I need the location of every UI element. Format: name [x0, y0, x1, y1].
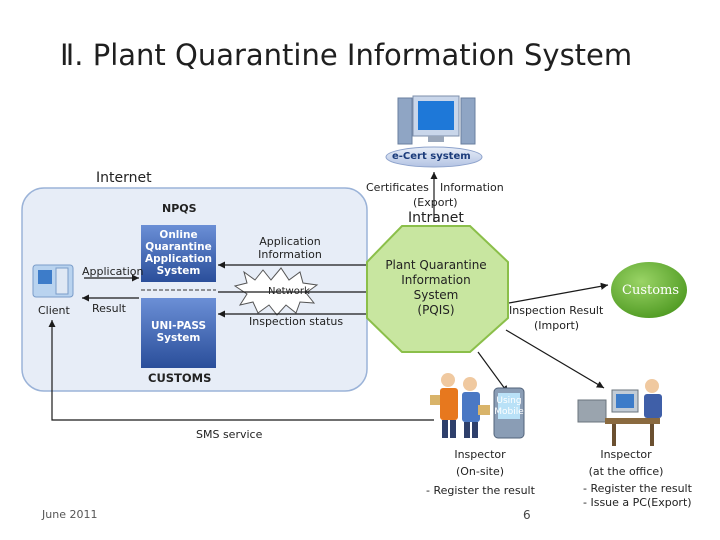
- npqs-label: NPQS: [162, 202, 197, 215]
- ecert-pill: [385, 146, 483, 168]
- client-computer-icon: [32, 264, 74, 298]
- page-number: 6: [523, 508, 531, 522]
- customs-circle-label: Customs: [622, 283, 680, 298]
- online-quarantine-label: Online Quarantine Application System: [145, 229, 212, 277]
- result-label: Result: [92, 302, 126, 315]
- office-worker-icon: [577, 379, 662, 446]
- register-onsite-label: - Register the result: [426, 484, 535, 497]
- register-office-label: - Register the result - Issue a PC(Expor…: [583, 482, 692, 509]
- customs-circle: [611, 262, 687, 318]
- application-info-label: Application Information: [258, 235, 322, 261]
- certificates-label: Certificates: [366, 181, 429, 194]
- intranet-label: Intranet: [408, 210, 464, 226]
- network-label: Network: [268, 286, 310, 297]
- ecert-label: e-Cert system: [392, 151, 471, 162]
- information-label: Information: [440, 181, 504, 194]
- pqis-octagon: [366, 225, 509, 353]
- using-mobile-label: Using Mobile: [494, 396, 524, 417]
- unipass-label: UNI-PASS System: [150, 320, 207, 344]
- inspectors-people-icon: [430, 373, 490, 438]
- client-label: Client: [38, 304, 70, 317]
- internet-label: Internet: [96, 170, 152, 186]
- import-label: (Import): [534, 319, 580, 332]
- inspector-office-label: Inspector (at the office): [588, 448, 664, 478]
- sms-service-label: SMS service: [196, 428, 263, 441]
- monitor-server-icon: [397, 95, 476, 145]
- unipass-box: [141, 298, 216, 368]
- application-left-label: Application: [82, 265, 144, 278]
- page-title: Ⅱ. Plant Quarantine Information System: [60, 38, 633, 72]
- date-label: June 2011: [42, 508, 98, 521]
- mobile-phone-icon: [493, 387, 525, 439]
- inspection-status-label: Inspection status: [249, 315, 344, 328]
- customs-box-label: CUSTOMS: [148, 371, 212, 385]
- pqis-label: Plant Quarantine Information System (PQI…: [385, 258, 487, 317]
- online-quarantine-box: [141, 225, 216, 282]
- inspector-onsite-label: Inspector (On-site): [454, 448, 506, 478]
- inspection-result-label: Inspection Result: [509, 304, 604, 317]
- export-label: (Export): [413, 196, 458, 209]
